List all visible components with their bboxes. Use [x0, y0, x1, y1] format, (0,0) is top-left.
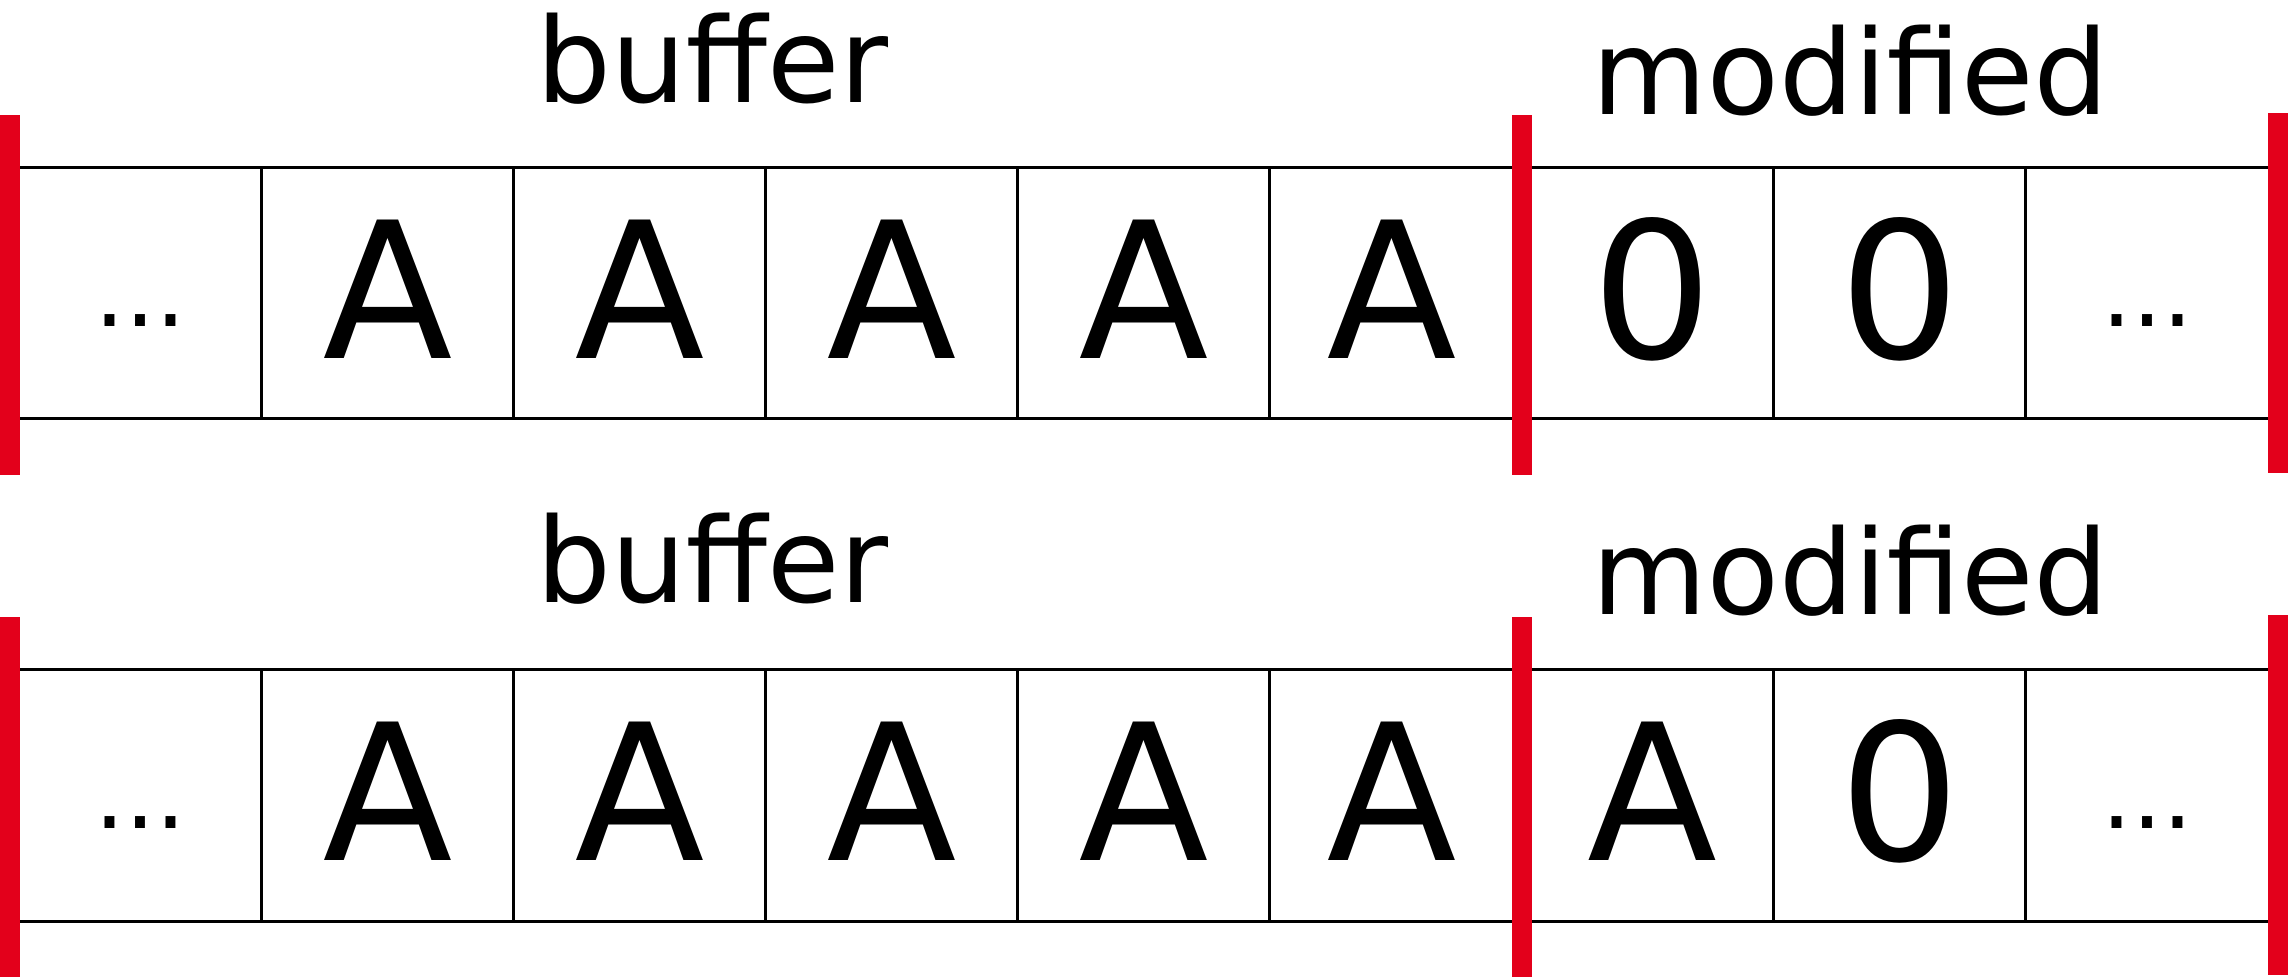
cell-divider [260, 668, 263, 920]
memory-cell: A [322, 181, 453, 403]
memory-cell: ... [2101, 236, 2193, 349]
cell-divider [1772, 166, 1775, 418]
cell-divider [2024, 166, 2027, 418]
memory-cell: A [826, 181, 957, 403]
right-boundary-marker [2268, 615, 2288, 975]
memory-cell: A [1078, 683, 1209, 905]
buffer-label: buffer [535, 492, 889, 630]
memory-cell: A [1078, 181, 1209, 403]
memory-cell: A [826, 683, 957, 905]
memory-diagram-before: buffer modified ... A A A A A 0 0 ... [0, 0, 2288, 475]
memory-cell: A [322, 683, 453, 905]
cell-divider [764, 668, 767, 920]
cell-divider [764, 166, 767, 418]
memory-cell: A [574, 181, 705, 403]
left-boundary-marker [0, 115, 20, 475]
modified-label: modified [1591, 4, 2109, 142]
memory-cell: 0 [1839, 181, 1960, 403]
cell-divider [1268, 166, 1271, 418]
cell-divider [2024, 668, 2027, 920]
row-bottom-border [14, 920, 2274, 923]
row-top-border [14, 668, 2274, 671]
memory-cell: A [1326, 181, 1457, 403]
cell-divider [1772, 668, 1775, 920]
cell-divider [512, 668, 515, 920]
buffer-label: buffer [535, 0, 889, 130]
memory-cell: A [1326, 683, 1457, 905]
row-bottom-border [14, 417, 2274, 420]
memory-cell: ... [2101, 738, 2193, 851]
memory-cell: A [1587, 683, 1717, 905]
cell-divider [1016, 166, 1019, 418]
memory-cell: 0 [1839, 683, 1960, 905]
cell-divider [1016, 668, 1019, 920]
memory-cell: ... [94, 236, 186, 349]
memory-diagram-after: buffer modified ... A A A A A A 0 ... [0, 492, 2288, 977]
right-boundary-marker [2268, 113, 2288, 473]
row-top-border [14, 166, 2274, 169]
buffer-end-marker [1512, 115, 1532, 475]
left-boundary-marker [0, 617, 20, 977]
modified-label: modified [1591, 504, 2109, 642]
memory-cell: ... [94, 738, 186, 851]
cell-divider [512, 166, 515, 418]
cell-divider [260, 166, 263, 418]
buffer-end-marker [1512, 617, 1532, 977]
cell-divider [1268, 668, 1271, 920]
memory-cell: 0 [1591, 181, 1713, 403]
memory-cell: A [574, 683, 705, 905]
